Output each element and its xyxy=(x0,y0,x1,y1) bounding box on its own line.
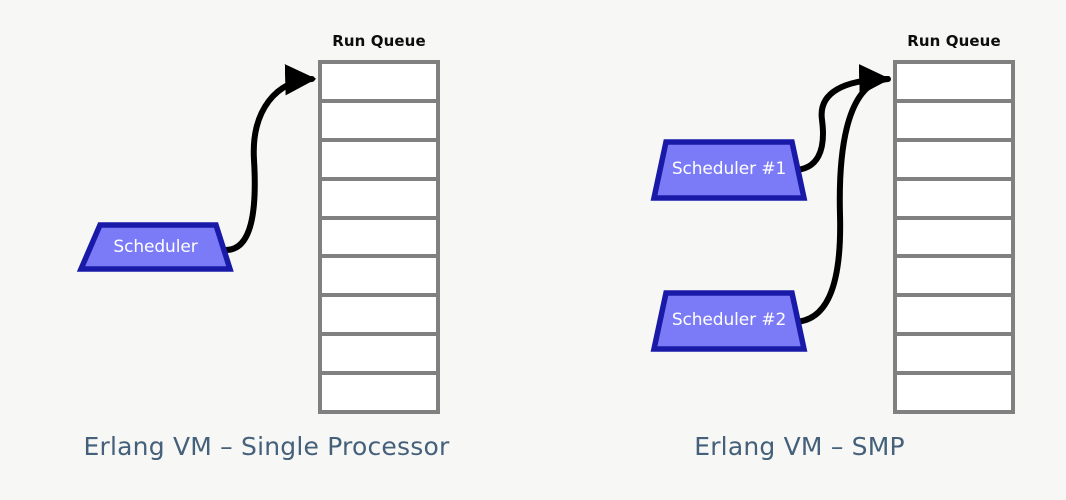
caption-smp: Erlang VM – SMP xyxy=(694,432,905,461)
scheduler-shape-2[interactable] xyxy=(650,290,808,352)
scheduler-trapezoid xyxy=(650,290,808,352)
run-queue-cell xyxy=(897,219,1011,255)
run-queue-label-single: Run Queue xyxy=(332,32,426,50)
run-queue-cell xyxy=(322,219,436,255)
run-queue-cell xyxy=(897,102,1011,138)
run-queue-cell xyxy=(322,64,436,99)
run-queue-stack-smp xyxy=(893,60,1015,414)
run-queue-cell xyxy=(897,336,1011,372)
run-queue-cell xyxy=(897,64,1011,99)
run-queue-cell xyxy=(322,375,436,411)
run-queue-cell xyxy=(322,336,436,372)
run-queue-cell xyxy=(322,102,436,138)
scheduler-trapezoid xyxy=(76,222,234,272)
run-queue-cell xyxy=(897,180,1011,216)
run-queue-label-smp: Run Queue xyxy=(907,32,1001,50)
panel-single-processor: Run Queue Scheduler Erlang VM – Single P… xyxy=(76,32,450,461)
run-queue-cell xyxy=(897,297,1011,333)
run-queue-cell xyxy=(897,258,1011,294)
caption-single-processor: Erlang VM – Single Processor xyxy=(83,432,450,461)
panel-smp: Run Queue Scheduler #1 Scheduler #2 Erla… xyxy=(533,0,1066,500)
run-queue-cell xyxy=(322,258,436,294)
scheduler-trapezoid xyxy=(650,139,808,201)
run-queue-cell xyxy=(322,180,436,216)
run-queue-cell xyxy=(897,375,1011,411)
run-queue-cell xyxy=(897,141,1011,177)
scheduler-shape-1[interactable] xyxy=(650,139,808,201)
arrow-scheduler-to-queue-single xyxy=(223,64,317,253)
scheduler-shape-single[interactable] xyxy=(76,222,234,272)
run-queue-stack-single xyxy=(318,60,440,414)
run-queue-cell xyxy=(322,141,436,177)
run-queue-cell xyxy=(322,297,436,333)
